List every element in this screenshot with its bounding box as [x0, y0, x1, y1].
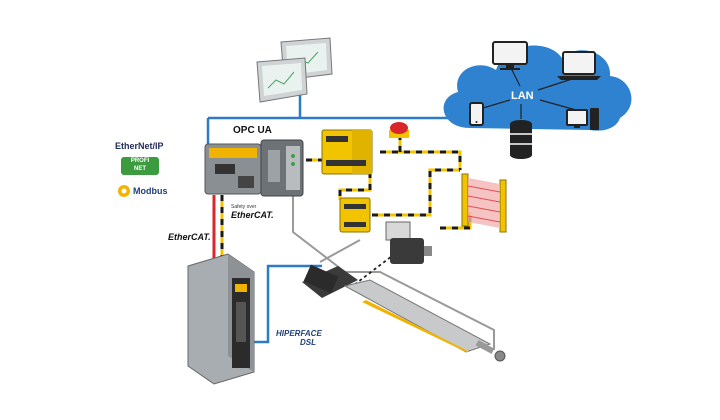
linear-actuator	[302, 264, 506, 362]
plc-controller	[204, 139, 304, 197]
feedback-encoder	[385, 221, 432, 264]
hmi-panel-front	[256, 57, 308, 103]
ethercat-label: EtherCAT.	[168, 232, 211, 242]
smartphone-icon	[469, 102, 484, 126]
servo-drive	[187, 253, 255, 385]
profinet-logo-bottom: NET	[134, 166, 146, 172]
laptop-icon	[557, 51, 601, 80]
safety-bus	[306, 134, 472, 230]
hiperface-dsl-label: DSL	[300, 338, 316, 347]
cloud-monitor-icon	[492, 41, 528, 70]
safety-ethercat-label: EtherCAT.	[231, 210, 274, 220]
opc-ua-label: OPC UA	[233, 125, 272, 136]
lan-label: LAN	[511, 90, 534, 102]
emergency-stop-button	[389, 122, 409, 138]
modbus-label: Modbus	[133, 186, 168, 196]
profinet-logo-top: PROFI	[130, 158, 150, 164]
modbus-icon	[118, 185, 130, 197]
database-icon	[510, 120, 532, 159]
grey-cables	[292, 195, 495, 350]
ethernet-ip-label: EtherNet/IP	[115, 141, 164, 151]
cloud-links	[482, 65, 577, 119]
hiperface-label: HIPERFACE	[276, 329, 322, 338]
safety-over-label: Safety over	[231, 204, 257, 210]
light-curtain	[461, 173, 507, 233]
lan-backbone	[206, 92, 485, 148]
profinet-logo: PROFI NET	[121, 157, 159, 175]
encoder-link	[349, 249, 401, 289]
drive-blue-cable	[250, 264, 322, 344]
safety-relay	[339, 197, 371, 233]
safety-controller	[321, 129, 373, 175]
desktop-pc-icon	[566, 108, 599, 130]
